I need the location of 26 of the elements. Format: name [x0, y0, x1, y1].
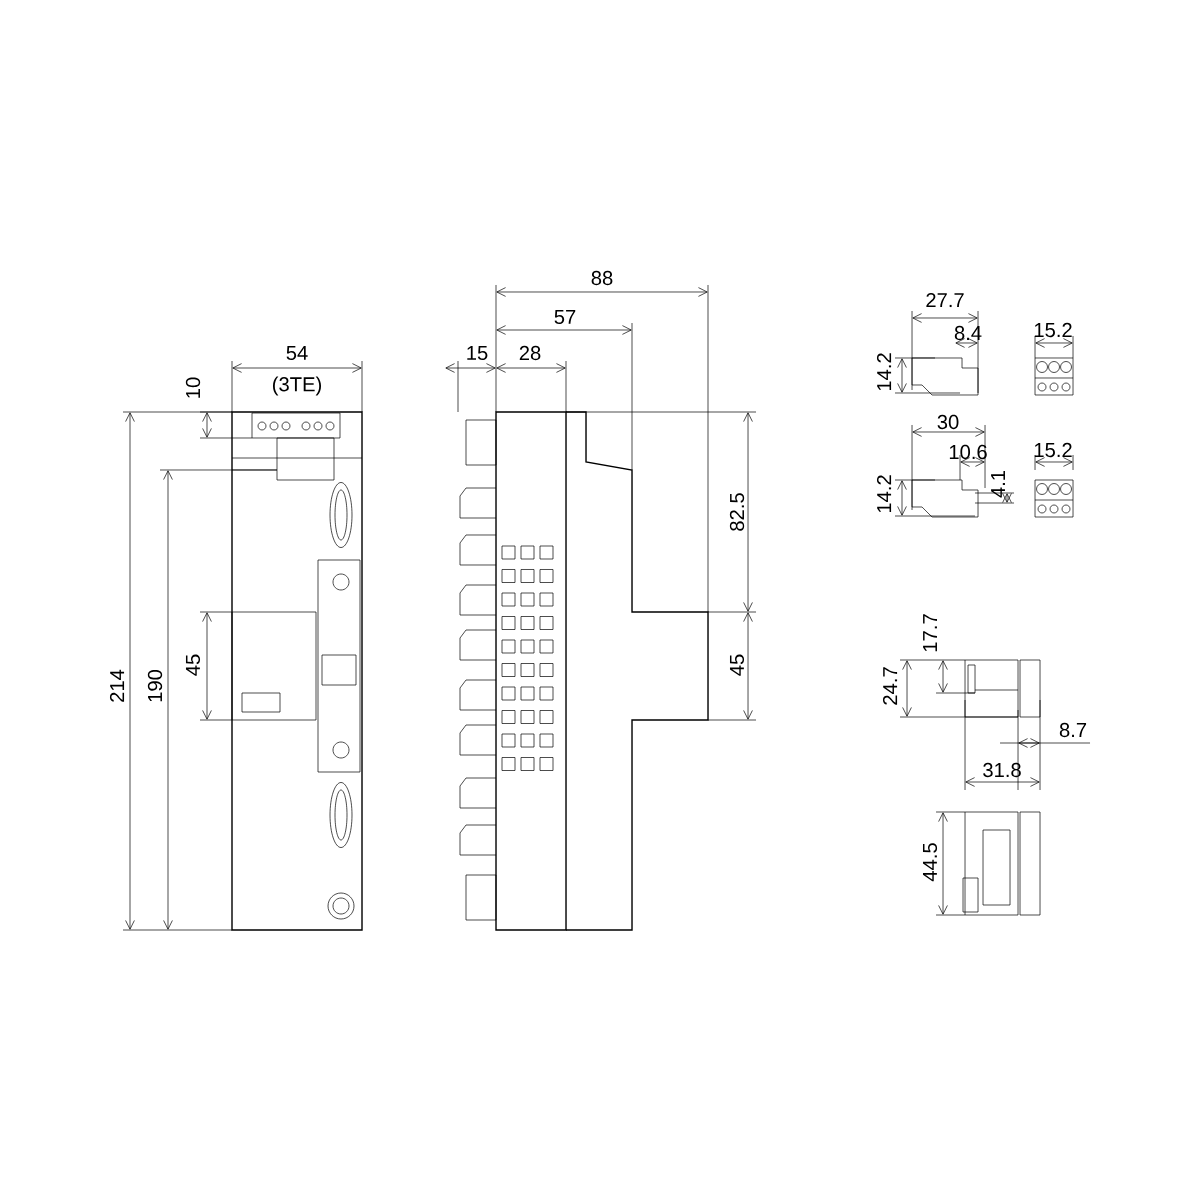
dimension-label: 190 [147, 669, 163, 702]
dimension-label: 10.6 [949, 444, 987, 460]
dimension-label: 24.7 [882, 667, 898, 705]
dimension-label: 82.5 [729, 493, 745, 531]
dimension-label: 27.7 [926, 292, 964, 308]
dimension-label: 17.7 [923, 614, 937, 652]
dimension-label: 15.2 [1034, 442, 1072, 458]
dimension-label: 8.4 [954, 325, 982, 341]
dimension-label: 14.2 [876, 475, 892, 513]
dimension-label: 54 [286, 345, 308, 361]
dimension-label: 31.8 [983, 762, 1021, 778]
dimension-label: 10 [185, 377, 201, 398]
dimension-label: 88 [591, 270, 613, 286]
dimension-label: 15.2 [1034, 322, 1072, 338]
dimension-label: 30 [937, 414, 959, 430]
dimension-label: (3TE) [273, 376, 321, 396]
dimension-label: 14.2 [876, 353, 892, 391]
dimension-label: 57 [554, 309, 576, 325]
dimension-label: 45 [185, 654, 201, 676]
dimension-label: 15 [467, 345, 488, 361]
dimension-label: 45 [730, 654, 745, 676]
dimension-label: 44.5 [923, 843, 938, 882]
dimension-label: 214 [109, 669, 125, 702]
dimension-label: 8.7 [1059, 722, 1087, 738]
dimension-label: 4.1 [991, 470, 1005, 498]
dimension-label: 28 [519, 345, 541, 361]
